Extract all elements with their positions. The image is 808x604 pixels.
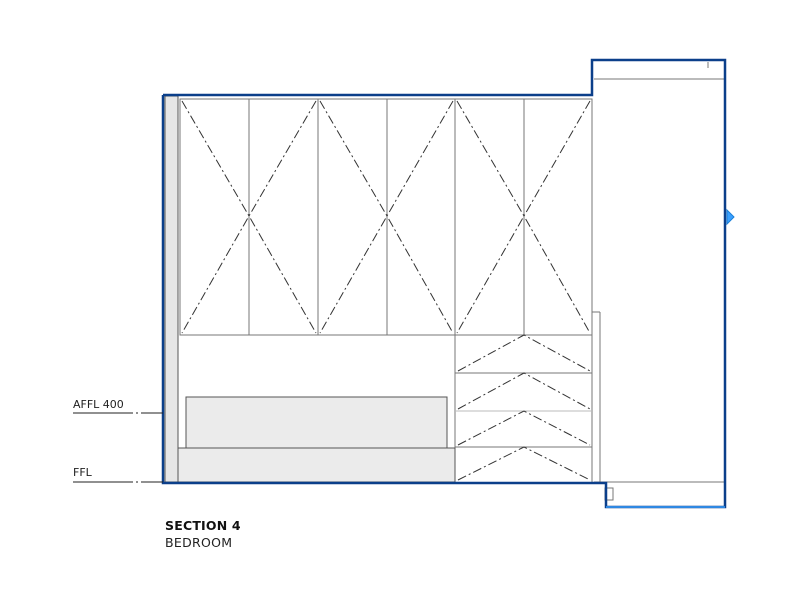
level-lines bbox=[73, 412, 163, 483]
left-wall bbox=[164, 95, 179, 483]
wardrobe-upper bbox=[179, 98, 593, 336]
section-subtitle: BEDROOM bbox=[165, 535, 233, 550]
drawer-swing-lines bbox=[457, 334, 591, 481]
bed-headboard bbox=[185, 396, 448, 449]
tall-cabinet bbox=[594, 62, 724, 483]
selection-grip-handle[interactable] bbox=[726, 208, 735, 226]
drawer-unit bbox=[454, 335, 593, 482]
door-swing-lines-upper bbox=[181, 100, 591, 334]
right-post bbox=[592, 311, 614, 501]
bed-base bbox=[177, 447, 456, 483]
section-title: SECTION 4 bbox=[165, 518, 241, 533]
ffl-level-label: FFL bbox=[73, 466, 92, 479]
affl-level-label: AFFL 400 bbox=[73, 398, 124, 411]
